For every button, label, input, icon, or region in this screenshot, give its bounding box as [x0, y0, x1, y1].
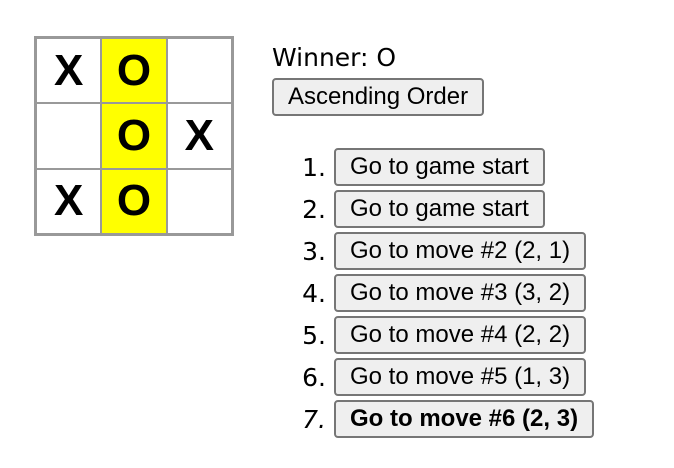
move-number: 7.	[302, 404, 326, 434]
move-list-item: 4. Go to move #3 (3, 2)	[296, 272, 594, 314]
board-square-4[interactable]	[36, 103, 102, 169]
jump-to-move-button[interactable]: Go to move #4 (2, 2)	[334, 316, 587, 354]
board-square-8[interactable]: O	[101, 168, 167, 234]
move-number: 6.	[302, 362, 326, 392]
jump-to-move-button[interactable]: Go to move #5 (1, 3)	[334, 358, 587, 396]
move-number: 5.	[302, 320, 326, 350]
board-square-2[interactable]: O	[101, 38, 167, 104]
sort-order-button[interactable]: Ascending Order	[272, 78, 485, 116]
game-board: X O O X X O	[34, 36, 234, 236]
status-label: Winner:	[272, 43, 369, 72]
move-list-item-current: 7. Go to move #6 (2, 3)	[296, 398, 595, 440]
move-list-item: 6. Go to move #5 (1, 3)	[296, 356, 594, 398]
move-number: 4.	[302, 278, 326, 308]
jump-to-move-button[interactable]: Go to game start	[334, 190, 545, 228]
jump-to-move-button[interactable]: Go to move #3 (3, 2)	[334, 274, 587, 312]
jump-to-move-button-current[interactable]: Go to move #6 (2, 3)	[334, 400, 595, 438]
jump-to-move-button[interactable]: Go to game start	[334, 148, 545, 186]
board-square-5[interactable]: O	[101, 103, 167, 169]
board-square-7[interactable]: X	[36, 168, 102, 234]
move-number: 2.	[302, 194, 326, 224]
game-info: Winner: O Ascending Order	[272, 40, 485, 116]
board-square-1[interactable]: X	[36, 38, 102, 104]
move-history-list: 1. Go to game start 2. Go to game start …	[296, 146, 595, 440]
move-list-item: 1. Go to game start	[296, 146, 594, 188]
status-winner: O	[376, 43, 397, 72]
move-number: 1.	[302, 152, 326, 182]
board-square-9[interactable]	[166, 168, 232, 234]
move-list-item: 5. Go to move #4 (2, 2)	[296, 314, 594, 356]
move-number: 3.	[302, 236, 326, 266]
move-list-item: 3. Go to move #2 (2, 1)	[296, 230, 594, 272]
move-list-item: 2. Go to game start	[296, 188, 594, 230]
jump-to-move-button[interactable]: Go to move #2 (2, 1)	[334, 232, 587, 270]
board-square-6[interactable]: X	[166, 103, 232, 169]
board-square-3[interactable]	[166, 38, 232, 104]
game-status: Winner: O	[272, 40, 484, 76]
